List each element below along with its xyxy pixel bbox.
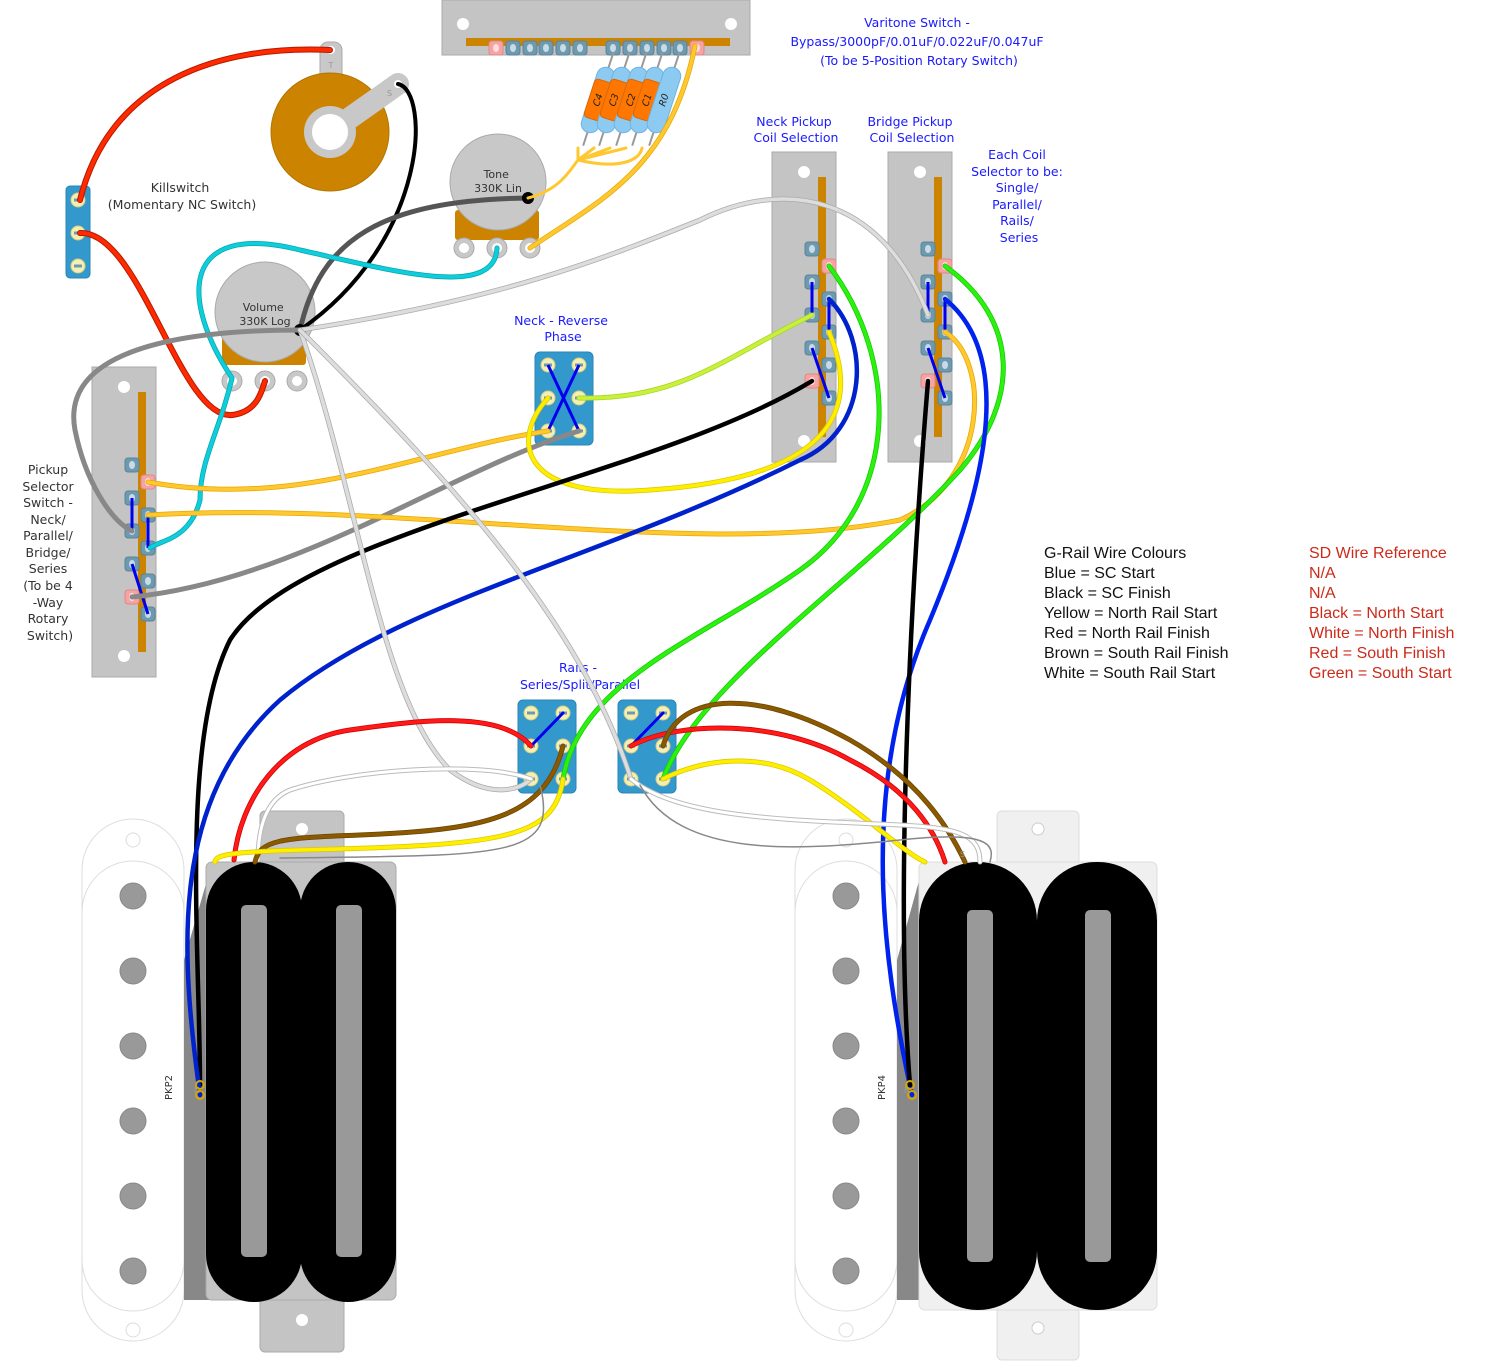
component-label: R0 <box>657 92 671 107</box>
rails-switch-neck <box>517 699 577 794</box>
bridge-pickup-s-label: S <box>960 850 965 859</box>
jack-sleeve-label: S <box>387 89 392 98</box>
bridge-coil-selector-label: Bridge Pickup Coil Selection <box>867 114 956 145</box>
output-jack: T S <box>270 41 409 192</box>
bridge-pickup-lug <box>907 1090 917 1100</box>
pickup-selector-switch <box>91 366 157 678</box>
varitone-lug <box>538 40 554 56</box>
neck-pickup-lug <box>195 1090 205 1100</box>
legend-grail-title: G-Rail Wire Colours <box>1044 545 1187 562</box>
legend-grail-row: Yellow = North Rail Start <box>1044 605 1218 622</box>
wire-grey-volume-selector <box>71 327 303 534</box>
wire-darkgrey-volume-tone <box>297 195 531 333</box>
pickup-selector-label: Pickup Selector Switch - Neck/ Parallel/… <box>22 462 77 643</box>
component-label: C2 <box>624 92 638 107</box>
wire-grey-bridge-thin <box>639 784 993 863</box>
coil-selector-note: Each Coil Selector to be: Single/ Parall… <box>971 147 1067 245</box>
legend-sd-row: N/A <box>1309 565 1336 582</box>
varitone-lug <box>555 40 571 56</box>
component-label: C1 <box>640 92 654 107</box>
component-label: C3 <box>607 92 621 107</box>
wire-black-bridgecoil-pickup <box>901 378 931 1088</box>
component-label: C4 <box>591 92 605 107</box>
varitone-label: Varitone Switch - Bypass/3000pF/0.01uF/0… <box>790 15 1047 68</box>
rails-switch-label: Rails - Series/Split/Parallel <box>520 660 640 692</box>
neck-pickup <box>81 810 397 1353</box>
wire-black-neckcoil-pickup <box>193 378 815 1088</box>
legend-sd-title: SD Wire Reference <box>1309 545 1447 562</box>
varitone-lug <box>488 40 504 56</box>
varitone-lug <box>505 40 521 56</box>
varitone-lug <box>522 40 538 56</box>
killswitch-label: Killswitch (Momentary NC Switch) <box>108 180 256 212</box>
reverse-phase-label: Neck - Reverse Phase <box>514 313 612 344</box>
legend-grail-row: Black = SC Finish <box>1044 585 1171 602</box>
bridge-pickup-n-label: N <box>904 1086 910 1095</box>
legend-grail-row: White = South Rail Start <box>1044 665 1216 682</box>
tone-pot-label: Tone 330K Lin <box>474 168 522 195</box>
wire-grey-neck-thin <box>279 784 545 859</box>
capacitor-c2: C2 <box>613 52 649 146</box>
wire-orange-caps <box>526 146 644 200</box>
legend-sd-row: Red = South Finish <box>1309 645 1446 662</box>
capacitor-c3: C3 <box>596 52 632 146</box>
wire-blue-neckcoil-pickup <box>185 296 859 1098</box>
resistor-r0: R0 <box>646 52 682 146</box>
legend-sd-row: N/A <box>1309 585 1336 602</box>
jack-tip-label: T <box>328 61 334 70</box>
volume-pot <box>214 261 316 392</box>
legend-grail-row: Blue = SC Start <box>1044 565 1155 582</box>
varitone-lug <box>572 40 588 56</box>
neck-coil-selector-label: Neck Pickup Coil Selection <box>754 114 839 145</box>
bridge-pickup-label: PKP4 <box>877 1075 888 1100</box>
legend-grail-row: Brown = South Rail Finish <box>1044 645 1229 662</box>
wires <box>71 43 1006 1098</box>
bridge-pickup-lug <box>905 1080 915 1090</box>
legend-sd-wire-reference: SD Wire Reference N/A N/A Black = North … <box>1309 544 1454 684</box>
volume-pot-label: Volume 330K Log <box>239 301 290 328</box>
legend-sd-row: Black = North Start <box>1309 605 1444 622</box>
varitone-lug <box>656 40 672 56</box>
legend-sd-row: Green = South Start <box>1309 665 1452 682</box>
neck-pickup-lug <box>195 1080 205 1090</box>
legend-sd-row: White = North Finish <box>1309 625 1455 642</box>
neck-pickup-label: PKP2 <box>164 1075 175 1100</box>
bridge-coil-selector <box>887 151 953 463</box>
wire-grey-phase-selector <box>129 428 582 600</box>
wire-black-jack-sleeve <box>298 82 418 332</box>
wire-blue-bridgecoil-pickup <box>880 296 989 1098</box>
capacitor-c4: C4 <box>580 52 616 146</box>
bridge-pickup <box>794 810 1158 1361</box>
legend-grail-row: Red = North Rail Finish <box>1044 625 1210 642</box>
neck-pickup-n-label: N <box>194 1086 200 1095</box>
tone-pot <box>449 133 547 259</box>
legend-grail-wire-colours: G-Rail Wire Colours Blue = SC Start Blac… <box>1044 544 1229 684</box>
varitone-switch <box>441 0 751 56</box>
reverse-phase-switch <box>534 351 594 446</box>
